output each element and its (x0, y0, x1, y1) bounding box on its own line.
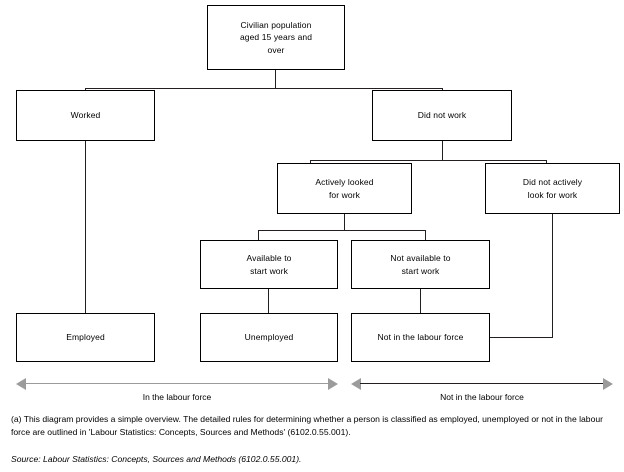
footnote-source: Source: Labour Statistics: Concepts, Sou… (11, 454, 302, 464)
node-actively-looked-for-work-label: Actively looked for work (315, 177, 374, 200)
connector-level2-bus (310, 160, 546, 161)
connector-drop-not-available (425, 230, 426, 241)
node-not-in-the-labour-force-label: Not in the labour force (377, 332, 464, 343)
connector-did-not-actively-look-down (552, 213, 553, 338)
node-did-not-actively-look-for-work: Did not actively look for work (485, 163, 620, 214)
node-actively-looked-for-work: Actively looked for work (277, 163, 412, 214)
connector-level3-bus (258, 230, 425, 231)
connector-actively-looked-stem (344, 213, 345, 231)
node-employed-label: Employed (66, 332, 105, 343)
node-did-not-actively-look-for-work-label: Did not actively look for work (522, 177, 583, 200)
node-unemployed-label: Unemployed (244, 332, 294, 343)
arrow-head-right-icon (603, 378, 613, 390)
arrow-head-left-icon (351, 378, 361, 390)
span-arrow-not-in-the-labour-force (351, 378, 613, 390)
span-label-not-in-the-labour-force: Not in the labour force (440, 392, 524, 402)
arrow-head-left-icon (16, 378, 26, 390)
node-available-to-start-work: Available to start work (200, 240, 338, 289)
node-employed: Employed (16, 313, 155, 362)
span-arrow-in-the-labour-force (16, 378, 338, 390)
node-did-not-work-label: Did not work (417, 110, 467, 121)
node-civilian-population-label: Civilian population aged 15 years and ov… (239, 20, 313, 55)
node-did-not-work: Did not work (372, 90, 512, 141)
span-label-in-the-labour-force: In the labour force (142, 392, 212, 402)
node-worked-label: Worked (70, 110, 101, 121)
arrow-head-right-icon (328, 378, 338, 390)
connector-root-stem (275, 70, 276, 89)
connector-did-not-actively-look-into-nilf (490, 337, 553, 338)
connector-drop-worked (85, 88, 86, 91)
connector-not-available-to-nilf (420, 288, 421, 314)
node-not-in-the-labour-force: Not in the labour force (351, 313, 490, 362)
node-available-to-start-work-label: Available to start work (246, 253, 292, 276)
node-civilian-population: Civilian population aged 15 years and ov… (207, 5, 345, 70)
node-not-available-to-start-work: Not available to start work (351, 240, 490, 289)
arrow-shaft (360, 383, 604, 384)
connector-level1-bus (85, 88, 442, 89)
connector-drop-available (258, 230, 259, 241)
node-unemployed: Unemployed (200, 313, 338, 362)
connector-did-not-work-stem (442, 140, 443, 161)
connector-drop-did-not-work (442, 88, 443, 91)
node-not-available-to-start-work-label: Not available to start work (390, 253, 451, 276)
connector-worked-to-employed (85, 140, 86, 314)
connector-drop-actively-looked (310, 160, 311, 164)
footnote-note-a: (a) This diagram provides a simple overv… (11, 414, 604, 438)
node-worked: Worked (16, 90, 155, 141)
connector-available-to-unemployed (268, 288, 269, 314)
connector-drop-did-not-actively-look (546, 160, 547, 164)
arrow-shaft (25, 383, 329, 384)
